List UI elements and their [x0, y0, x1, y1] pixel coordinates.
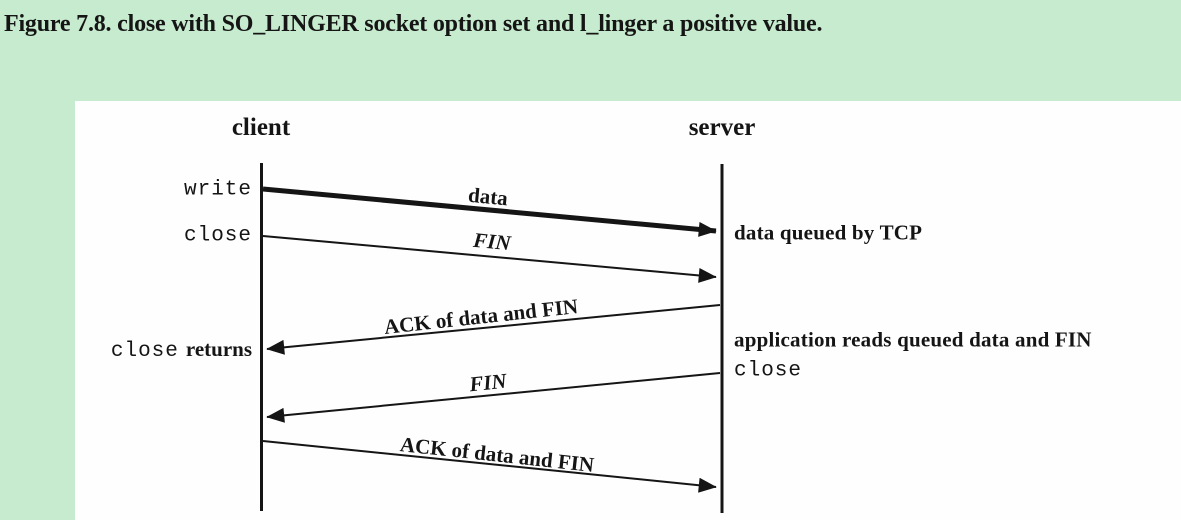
segment-label-data: data — [467, 182, 509, 211]
fin-arrow-client-to-server — [262, 235, 717, 283]
client-header: client — [231, 114, 291, 141]
segment-label-fin-2: FIN — [468, 368, 508, 397]
client-event-close-returns: close returns — [111, 337, 252, 363]
client-event-write: write — [183, 178, 252, 202]
ack-arrow-client-to-server — [262, 440, 717, 493]
server-note-data-queued: data queued by TCP — [734, 220, 923, 245]
close-returns-function: close — [110, 340, 179, 363]
fin-arrow-server-to-client — [266, 372, 721, 423]
segment-label-fin-1: FIN — [472, 227, 512, 256]
diagram-panel — [75, 101, 1181, 520]
server-event-close: close — [734, 359, 803, 383]
close-returns-text: returns — [185, 337, 252, 361]
figure-caption: Figure 7.8. close with SO_LINGER socket … — [4, 11, 823, 37]
client-event-close: close — [183, 224, 252, 248]
data-arrow — [262, 186, 717, 237]
server-header: server — [688, 114, 756, 141]
server-note-app-reads: application reads queued data and FIN — [734, 327, 1092, 352]
ack-arrow-server-to-client — [266, 304, 721, 355]
